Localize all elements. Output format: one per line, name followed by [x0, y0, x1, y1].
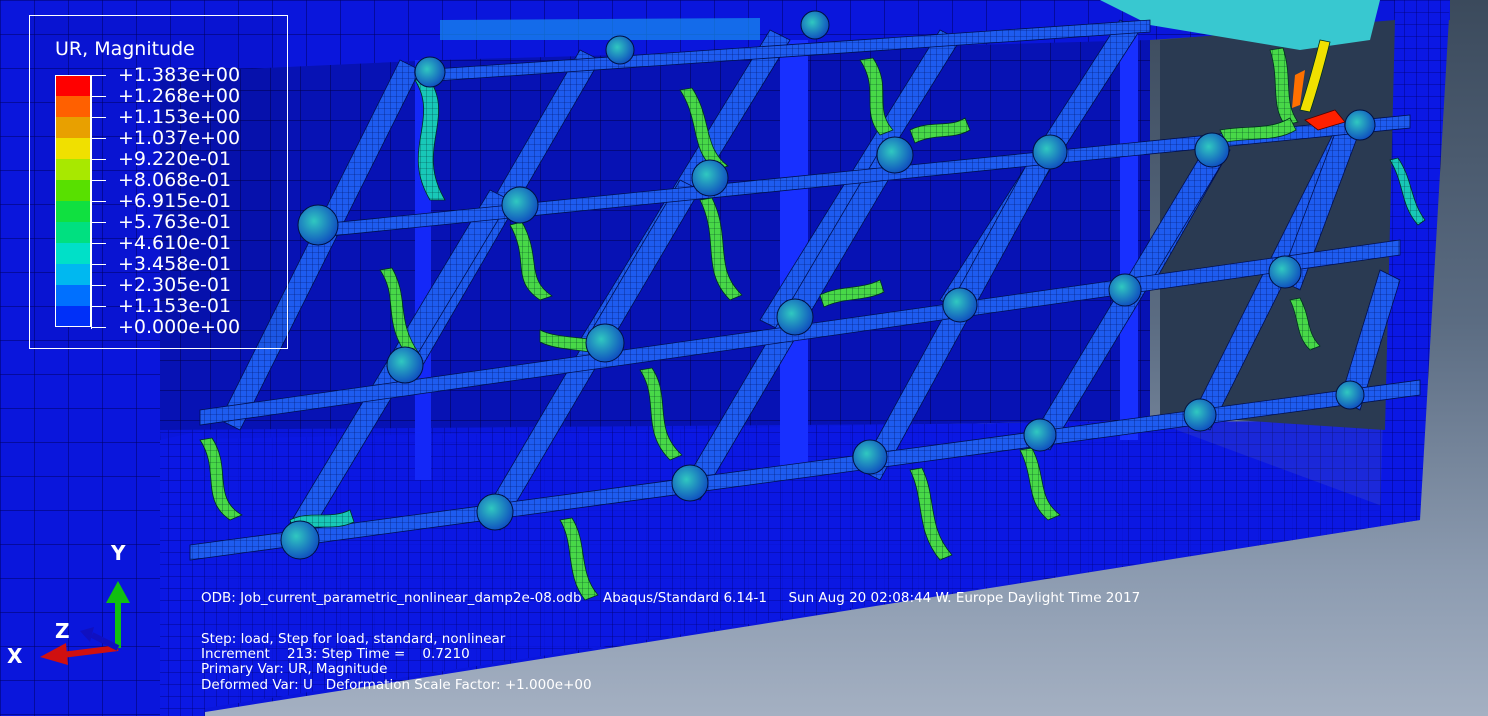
- legend-swatch: [55, 201, 91, 222]
- triad-x-arrowhead: [40, 643, 68, 665]
- legend-swatch: [55, 285, 91, 306]
- legend-value: +9.220e-01: [118, 148, 232, 170]
- legend-tick: [91, 159, 106, 160]
- legend-tick: [91, 222, 106, 223]
- legend-scale-line: [91, 75, 92, 329]
- legend-value: +2.305e-01: [118, 274, 232, 296]
- step-info: Step: load, Step for load, standard, non…: [201, 631, 506, 647]
- legend-tick: [91, 96, 106, 97]
- odb-info: ODB: Job_current_parametric_nonlinear_da…: [201, 590, 1141, 606]
- deformed-var-info: Deformed Var: U Deformation Scale Factor…: [201, 677, 592, 693]
- legend-swatch: [55, 222, 91, 243]
- legend-tick: [91, 180, 106, 181]
- top-cyan-region: [1100, 0, 1380, 50]
- legend-swatch: [55, 243, 91, 264]
- legend-swatch: [55, 159, 91, 180]
- legend-value: +1.383e+00: [118, 64, 241, 86]
- triad-z-arrowhead: [80, 627, 94, 642]
- triad-x-label: X: [7, 644, 23, 668]
- legend-swatch: [55, 138, 91, 159]
- triad-x-axis: [61, 645, 119, 658]
- legend-tick: [91, 327, 106, 328]
- block-front-face: [160, 420, 1420, 712]
- legend-value: +1.153e-01: [118, 295, 232, 317]
- legend-tick: [91, 306, 106, 307]
- legend-value: +1.037e+00: [118, 127, 241, 149]
- legend-swatch: [55, 117, 91, 138]
- legend-tick: [91, 201, 106, 202]
- triad-y-label: Y: [111, 541, 126, 565]
- legend-swatch: [55, 306, 91, 327]
- legend-tick: [91, 285, 106, 286]
- legend-value: +5.763e-01: [118, 211, 232, 233]
- wall-post-3: [1120, 30, 1138, 440]
- legend-tick: [91, 264, 106, 265]
- legend-value: +6.915e-01: [118, 190, 232, 212]
- legend-tick: [91, 138, 106, 139]
- legend-swatch: [55, 264, 91, 285]
- legend-title: UR, Magnitude: [55, 38, 195, 60]
- twisted-ribbons: [199, 39, 1426, 601]
- triad-y-arrowhead: [106, 581, 130, 603]
- legend-value: +1.268e+00: [118, 85, 241, 107]
- legend-value: +4.610e-01: [118, 232, 232, 254]
- legend-value: +3.458e-01: [118, 253, 232, 275]
- legend-swatch: [55, 75, 91, 96]
- triad-z-label: Z: [55, 619, 70, 643]
- legend-tick: [91, 117, 106, 118]
- legend-value: +1.153e+00: [118, 106, 241, 128]
- legend-value: +8.068e-01: [118, 169, 232, 191]
- increment-info: Increment 213: Step Time = 0.7210: [201, 646, 470, 662]
- contour-legend[interactable]: UR, Magnitude +1.383e+00+1.268e+00+1.153…: [29, 15, 288, 349]
- primary-var-info: Primary Var: UR, Magnitude: [201, 661, 388, 677]
- triad-z-axis: [90, 632, 120, 651]
- orange-hotspot: [1292, 70, 1305, 108]
- lattice-nodes: [280, 10, 1376, 560]
- left-column: [160, 430, 205, 716]
- top-light-strip: [440, 18, 760, 40]
- legend-colorbar-frame: [55, 75, 91, 327]
- legend-swatch: [55, 96, 91, 117]
- legend-swatch: [55, 180, 91, 201]
- legend-value: +0.000e+00: [118, 316, 241, 338]
- legend-tick: [91, 75, 106, 76]
- orientation-triad: [40, 581, 130, 665]
- legend-tick: [91, 243, 106, 244]
